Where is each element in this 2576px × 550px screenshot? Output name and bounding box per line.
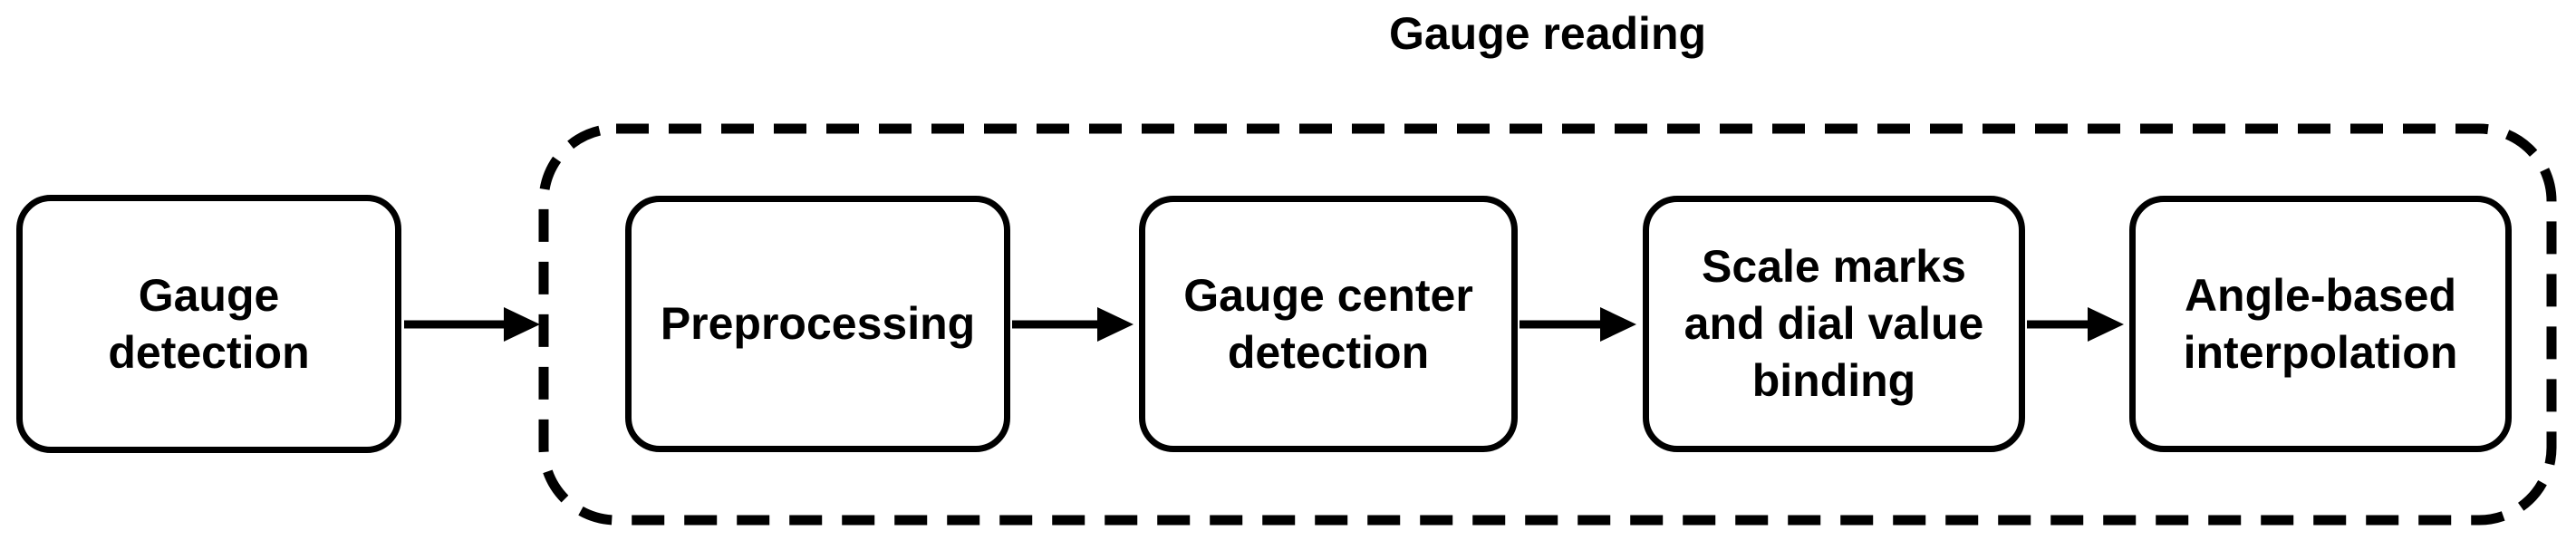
- node-gauge-detection-label: Gauge detection: [108, 269, 310, 378]
- node-gauge-center-detection-label: Gauge center detection: [1183, 269, 1473, 378]
- node-scale-marks-dial-value-binding-label: Scale marks and dial value binding: [1684, 241, 1984, 406]
- node-scale-marks-dial-value-binding: Scale marks and dial value binding: [1643, 196, 2025, 452]
- node-angle-based-interpolation: Angle-based interpolation: [2129, 196, 2512, 452]
- node-gauge-center-detection: Gauge center detection: [1139, 196, 1518, 452]
- connector-gauge-detection-to-preprocessing-arrowhead: [504, 307, 540, 342]
- connector-preprocessing-to-gauge-center-arrowhead: [1097, 307, 1134, 342]
- node-preprocessing: Preprocessing: [625, 196, 1010, 452]
- connector-scale-marks-to-angle-based-arrowhead: [2088, 307, 2124, 342]
- node-angle-based-interpolation-label: Angle-based interpolation: [2183, 269, 2458, 378]
- connector-gauge-center-to-scale-marks-arrowhead: [1600, 307, 1636, 342]
- node-preprocessing-label: Preprocessing: [660, 298, 976, 349]
- group-title: Gauge reading: [1388, 8, 1707, 59]
- node-gauge-detection: Gauge detection: [16, 195, 401, 453]
- gauge-reading-group-boundary: [538, 123, 2557, 526]
